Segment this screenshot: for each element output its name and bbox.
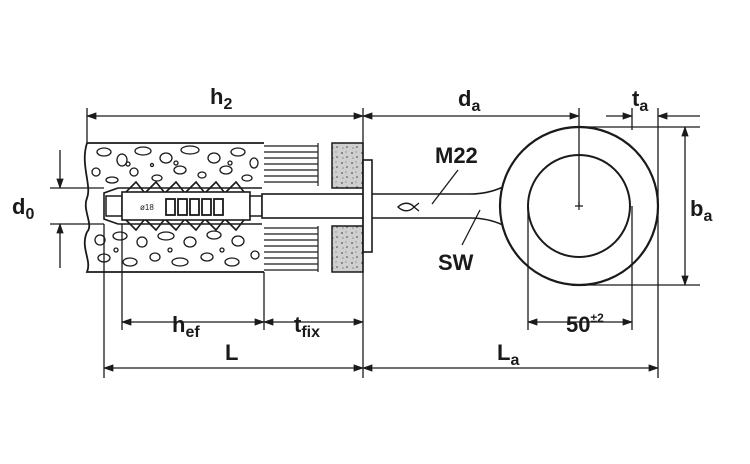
label-ta: ta xyxy=(632,86,648,115)
bolt-shank xyxy=(261,159,533,253)
label-m22: M22 xyxy=(435,143,478,168)
aggregate-lower xyxy=(94,230,260,267)
expansion-anchor: ø18 xyxy=(105,180,263,232)
label-tfix: tfix xyxy=(294,312,320,341)
label-ba: ba xyxy=(690,196,712,225)
dimension-labels: h2 da ta M22 d0 ba SW hef tfix 50±2 L La xyxy=(12,84,712,369)
label-d0: d0 xyxy=(12,194,34,223)
label-hef: hef xyxy=(172,312,200,341)
label-La: La xyxy=(497,340,519,369)
anchor-ribs xyxy=(125,180,245,232)
label-50: 50±2 xyxy=(566,311,604,337)
label-h2: h2 xyxy=(210,84,232,113)
anchor-marking-label: ø18 xyxy=(140,203,154,212)
aggregate-upper xyxy=(91,145,259,184)
label-da: da xyxy=(458,86,480,115)
insulation-layer xyxy=(264,143,319,272)
label-L: L xyxy=(225,340,238,365)
fixture-plate xyxy=(331,142,364,273)
dimension-lines xyxy=(50,108,700,378)
anchor-slots xyxy=(165,198,224,216)
label-sw: SW xyxy=(438,250,474,275)
